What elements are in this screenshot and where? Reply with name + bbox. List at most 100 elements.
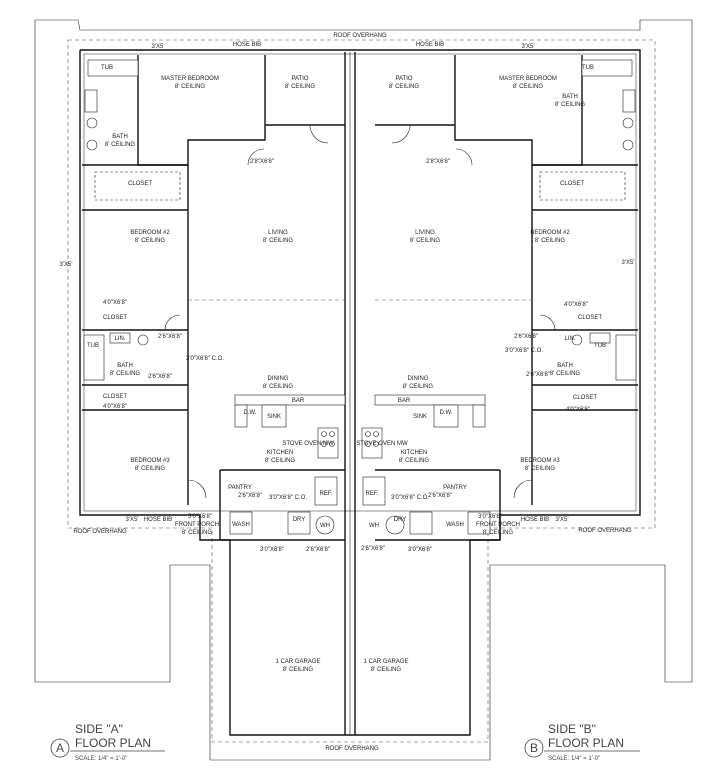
wh-b-label: WH xyxy=(369,523,379,529)
bedroom3-b-label: BEDROOM #3 xyxy=(520,458,560,464)
door-b-garage2: 2'6"X6'8" xyxy=(361,546,385,552)
closet-a-2-label: CLOSET xyxy=(103,315,127,321)
master-bedroom-b-label: MASTER BEDROOM xyxy=(499,76,557,82)
party-wall xyxy=(344,52,356,735)
hose-bib-a-bottom-label: HOSE BIB xyxy=(144,517,172,523)
door-b-master: 2'8"X6'8" xyxy=(426,159,450,165)
door-a-closet2: 4'0"X6'8" xyxy=(103,300,127,306)
door-b-co2: 3'0"X6'8" C.O. xyxy=(391,495,429,501)
door-swings xyxy=(164,124,556,499)
wh-a-label: WH xyxy=(320,523,330,529)
bath-a-hall-ceiling: 8' CEILING xyxy=(110,371,140,377)
master-bedroom-a-label: MASTER BEDROOM xyxy=(161,76,219,82)
tub-b-master-label: TUB xyxy=(582,65,594,71)
side-a-floor-plan: FLOOR PLAN xyxy=(75,736,151,750)
window-b-side-label: 3'X5' xyxy=(622,260,635,266)
front-porch-a-label: FRONT PORCH xyxy=(175,522,219,528)
door-a-co: 3'0"X6'8" C.O. xyxy=(186,356,224,362)
ref-a-label: REF. xyxy=(319,491,332,497)
dining-b-label: DINING xyxy=(408,376,429,382)
side-a-title: SIDE "A" xyxy=(75,722,123,736)
door-b-garage: 3'0"X6'8" xyxy=(408,547,432,553)
dining-a-label: DINING xyxy=(268,376,289,382)
wash-a-label: WASH xyxy=(232,522,250,528)
closet-a-master-label: CLOSET xyxy=(128,181,152,187)
window-a-top-label: 3'X5' xyxy=(152,44,165,50)
door-a-garage2: 2'6"X6'8" xyxy=(306,547,330,553)
lin-a-label: LIN. xyxy=(114,336,125,342)
door-a-garage: 3'0"X6'8" xyxy=(260,547,284,553)
front-porch-a-ceiling: 8' CEILING xyxy=(182,530,212,536)
door-b-pantry: 2'6"X6'8" xyxy=(428,493,452,499)
wash-b-label: WASH xyxy=(446,522,464,528)
door-a-bath3: 2'6"X6'8" xyxy=(148,374,172,380)
garage-a-label: 1 CAR GARAGE xyxy=(275,659,320,665)
dw-a-label: D.W. xyxy=(244,410,257,416)
door-a-hallbath: 2'6"X6'8" xyxy=(158,334,182,340)
title-block-a: SIDE "A" FLOOR PLAN A SCALE: 1/4" = 1'-0… xyxy=(50,722,165,762)
bubble-b: B xyxy=(530,741,538,755)
door-a-co2: 3'0"X6'8" C.O. xyxy=(269,495,307,501)
patio-a-label: PATIO xyxy=(291,76,308,82)
kitchen-a-label: KITCHEN xyxy=(267,450,293,456)
closet-b-3-label: CLOSET xyxy=(573,395,597,401)
dw-b-label: D.W. xyxy=(440,410,453,416)
kitchen-b-ceiling: 8' CEILING xyxy=(399,458,429,464)
door-b-closet3: 4'0"X6'8" xyxy=(566,407,590,413)
roof-overhang-top-label: ROOF OVERHANG xyxy=(333,33,387,39)
door-b-porch: 3'0"X6'8" xyxy=(478,514,502,520)
tub-b-hall-label: TUB xyxy=(594,343,606,349)
roof-overhang-right-label: ROOF OVERHANG xyxy=(578,528,632,534)
living-b-label: LIVING xyxy=(415,230,435,236)
dining-a-ceiling: 8' CEILING xyxy=(263,384,293,390)
bedroom3-a-ceiling: 8' CEILING xyxy=(135,466,165,472)
door-b-closet2: 4'0"X6'8" xyxy=(564,302,588,308)
patio-b-label: PATIO xyxy=(395,76,412,82)
bath-a-master-ceiling: 8' CEILING xyxy=(105,142,135,148)
sink-b-label: SINK xyxy=(413,414,427,420)
window-b-bottom-label: 3'X5' xyxy=(556,517,569,523)
lin-b-label: LIN. xyxy=(564,336,575,342)
ref-b-label: REF. xyxy=(365,491,378,497)
site-boundary xyxy=(34,19,693,761)
door-b-co: 3'0"X6'8" C.O. xyxy=(505,348,543,354)
door-b-bath3: 2'6"X6'8" xyxy=(526,372,550,378)
door-a-closet3: 4'0"X6'8" xyxy=(103,404,127,410)
bubble-a: A xyxy=(56,741,64,755)
title-block-b: SIDE "B" FLOOR PLAN B SCALE: 1/4" = 1'-0… xyxy=(524,722,640,762)
dry-a-label: DRY xyxy=(293,517,306,523)
pantry-b-label: PANTRY xyxy=(443,485,467,491)
bath-b-master-label: BATH xyxy=(562,94,578,100)
front-porch-b-label: FRONT PORCH xyxy=(476,522,520,528)
bedroom2-a-ceiling: 8' CEILING xyxy=(135,238,165,244)
side-a-scale: SCALE: 1/4" = 1'-0" xyxy=(75,756,127,762)
side-b-floor-plan: FLOOR PLAN xyxy=(548,736,624,750)
side-b-fixtures xyxy=(361,59,637,535)
garage-b-ceiling: 8' CEILING xyxy=(371,667,401,673)
tub-a-hall-label: TUB xyxy=(87,343,99,349)
hose-bib-b-label: HOSE BIB xyxy=(416,42,444,48)
side-a-fixtures xyxy=(83,59,346,535)
bar-b-label: BAR xyxy=(398,398,411,404)
bar-a-label: BAR xyxy=(292,398,305,404)
garage-a-ceiling: 8' CEILING xyxy=(283,667,313,673)
bath-b-master-ceiling: 8' CEILING xyxy=(555,102,585,108)
pantry-a-label: PANTRY xyxy=(228,485,252,491)
roof-overhang-left-label: ROOF OVERHANG xyxy=(73,529,127,535)
sink-a-label: SINK xyxy=(267,414,281,420)
door-b-hallbath: 2'6"X6'8" xyxy=(514,334,538,340)
bedroom2-b-label: BEDROOM #2 xyxy=(530,230,570,236)
patio-b-ceiling: 8' CEILING xyxy=(389,84,419,90)
master-bedroom-a-ceiling: 8' CEILING xyxy=(175,84,205,90)
kitchen-b-label: KITCHEN xyxy=(401,450,427,456)
tub-a-master-label: TUB xyxy=(101,65,113,71)
front-porch-b-ceiling: 8' CEILING xyxy=(483,530,513,536)
window-a-side-label: 3'X5' xyxy=(60,262,73,268)
bedroom2-b-ceiling: 8' CEILING xyxy=(535,238,565,244)
side-b-scale: SCALE: 1/4" = 1'-0" xyxy=(548,756,600,762)
door-a-porch: 3'0"X6'8" xyxy=(188,514,212,520)
closet-a-3-label: CLOSET xyxy=(103,394,127,400)
window-a-bottom-label: 3'X5' xyxy=(126,517,139,523)
bedroom2-a-label: BEDROOM #2 xyxy=(130,230,170,236)
